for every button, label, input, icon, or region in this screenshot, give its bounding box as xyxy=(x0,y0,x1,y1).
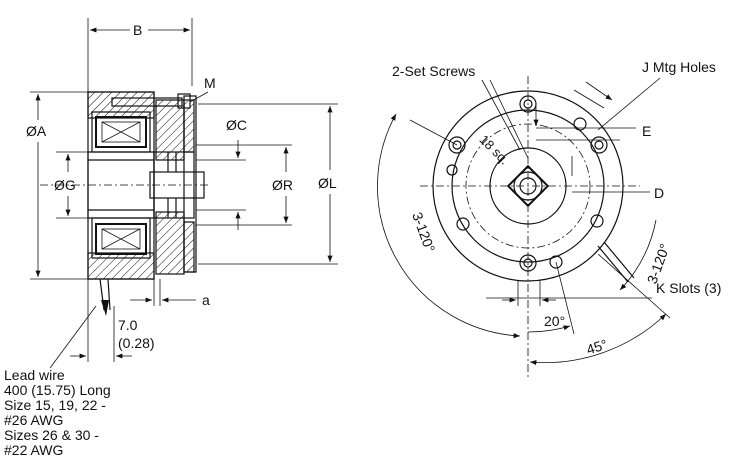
dim-G-label: ØG xyxy=(54,177,76,193)
set-screws-label: 2-Set Screws xyxy=(392,63,475,79)
left-angle-label: 3-120° xyxy=(409,210,438,254)
dim-G: ØG xyxy=(54,151,88,219)
dim-B-label: B xyxy=(133,22,142,38)
dim-D: D xyxy=(571,156,664,201)
angle-20-label: 20° xyxy=(544,313,565,329)
armature-hub xyxy=(111,93,205,275)
mtg-holes-callout: J Mtg Holes xyxy=(573,59,716,131)
slots-label: K Slots (3) xyxy=(656,280,721,296)
mtg-holes-label: J Mtg Holes xyxy=(642,59,716,75)
dim-C: ØC xyxy=(196,117,247,230)
lead-wire-note-line: Sizes 26 & 30 - xyxy=(4,427,99,443)
gap-in-label: (0.28) xyxy=(118,335,155,351)
set-screws-callout: 2-Set Screws xyxy=(392,63,529,159)
lead-wire-note: Lead wire 400 (15.75) Long Size 15, 19, … xyxy=(4,368,111,458)
clutch-body xyxy=(87,91,155,280)
front-view: 2-Set Screws 18 sq. J Mtg Holes E D xyxy=(377,59,721,380)
lead-wire-note-line: #22 AWG xyxy=(4,442,64,458)
dim-D-label: D xyxy=(654,185,664,201)
dim-M: M xyxy=(189,75,216,103)
lead-wire-note-line: #26 AWG xyxy=(4,412,64,428)
side-section-view: B M ØA ØG ØC xyxy=(26,18,338,369)
dim-A-label: ØA xyxy=(26,123,47,139)
lead-wire-exit xyxy=(597,241,635,283)
dim-L-label: ØL xyxy=(318,175,337,191)
lead-wire-note-line: Lead wire xyxy=(4,367,65,383)
dim-C-label: ØC xyxy=(226,117,247,133)
dim-A: ØA xyxy=(26,91,88,280)
angle-45-label: 45° xyxy=(584,336,609,358)
lead-wire-note-line: Size 15, 19, 22 - xyxy=(4,397,106,413)
dim-E-label: E xyxy=(642,123,651,139)
lead-wire: 7.0 (0.28) xyxy=(49,278,155,369)
lead-wire-note-line: 400 (15.75) Long xyxy=(4,382,111,398)
gap-mm-label: 7.0 xyxy=(118,317,138,333)
dim-B: B xyxy=(87,18,193,92)
dim-E: E xyxy=(533,106,651,141)
dim-M-label: M xyxy=(204,75,216,91)
dim-R-label: ØR xyxy=(272,177,293,193)
dim-R: ØR xyxy=(196,144,293,226)
dim-L: ØL xyxy=(198,103,338,265)
slots-callout: K Slots (3) xyxy=(486,280,721,299)
dim-a: a xyxy=(130,279,210,308)
angle-45-dim: 45° xyxy=(529,253,671,366)
square-size-label: 18 sq. xyxy=(477,132,513,168)
mounting-holes xyxy=(446,95,608,272)
dim-a-label: a xyxy=(202,292,210,308)
